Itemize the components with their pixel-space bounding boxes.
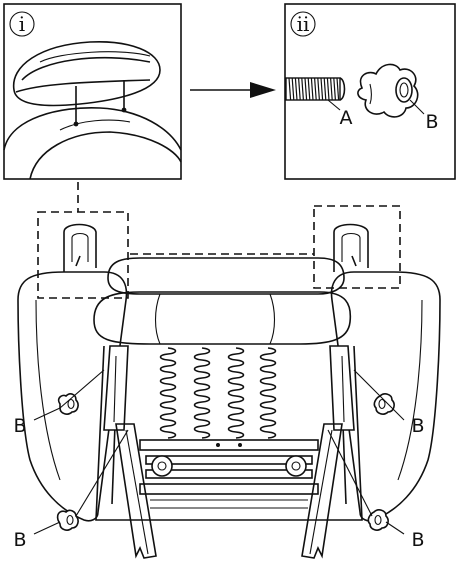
reclining-mechanism bbox=[139, 439, 319, 509]
callout-label-b: B bbox=[13, 415, 26, 437]
spring-coil bbox=[227, 347, 245, 439]
step-number: i bbox=[19, 12, 25, 36]
knob-nut-part-b bbox=[357, 63, 419, 118]
spring-coil bbox=[159, 347, 177, 439]
detail-panel-bolt: ii A B bbox=[284, 3, 456, 180]
callout-leader bbox=[327, 99, 341, 111]
callout-label-b: B bbox=[13, 529, 26, 551]
step-number: ii bbox=[297, 12, 310, 36]
headrest-bracket-right bbox=[333, 223, 369, 272]
direction-arrow bbox=[190, 82, 276, 98]
spring-coil bbox=[193, 347, 211, 439]
knob-nut-upper-right bbox=[373, 393, 395, 415]
knob-nut-upper-left bbox=[57, 393, 79, 415]
callout-label-b: B bbox=[411, 415, 424, 437]
knob-nut-lower-right bbox=[367, 509, 389, 531]
callout-label-b: B bbox=[425, 111, 438, 133]
step-number-badge bbox=[9, 11, 35, 37]
knob-nut-lower-left bbox=[56, 509, 79, 531]
callout-label-a: A bbox=[340, 107, 353, 129]
headrest-bracket-left bbox=[63, 223, 97, 272]
highlight-box-right bbox=[313, 205, 401, 289]
seat-springs bbox=[159, 347, 277, 439]
bolt-part-a bbox=[285, 77, 346, 101]
spring-coil bbox=[259, 347, 277, 439]
callout-leaders-main bbox=[33, 369, 405, 535]
recliner-chair-rear-view bbox=[17, 182, 441, 559]
callout-leader bbox=[409, 99, 425, 115]
headrest-illustration bbox=[3, 41, 182, 180]
step-number-badge bbox=[290, 11, 316, 37]
detail-panel-headrest: i bbox=[3, 3, 182, 180]
callout-label-b: B bbox=[411, 529, 424, 551]
highlight-box-left bbox=[37, 211, 129, 299]
